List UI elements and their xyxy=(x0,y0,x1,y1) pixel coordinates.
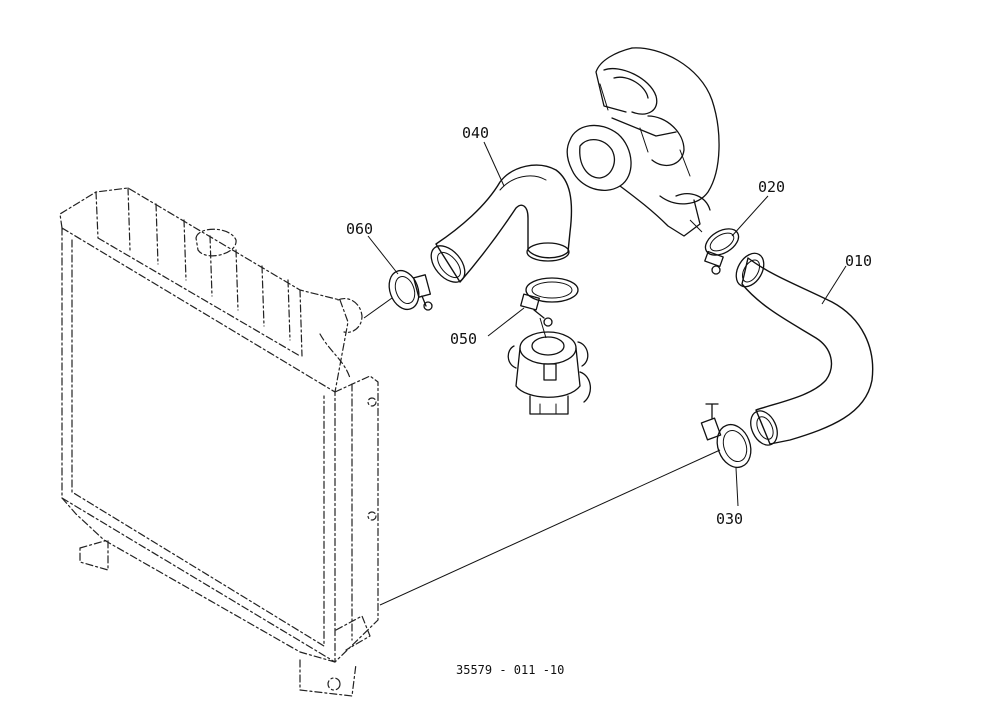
label-020: 020 xyxy=(758,178,785,196)
label-050: 050 xyxy=(450,330,477,348)
thermostat-housing xyxy=(507,331,591,415)
callout-leaders xyxy=(367,141,847,507)
clamp-020 xyxy=(704,228,740,275)
label-060: 060 xyxy=(346,220,373,238)
label-030: 030 xyxy=(716,510,743,528)
hose-040 xyxy=(430,164,573,283)
label-010: 010 xyxy=(845,252,872,270)
clamp-060 xyxy=(388,269,433,311)
label-040: 040 xyxy=(462,124,489,142)
water-pump-housing xyxy=(566,47,720,237)
connection-lines xyxy=(363,219,721,606)
drawing-code: 35579 - 011 -10 xyxy=(456,663,564,677)
clamp-030 xyxy=(700,403,752,469)
part-labels: 010 020 030 040 050 060 35579 - 011 -10 xyxy=(346,124,872,677)
clamp-050 xyxy=(520,277,579,327)
radiator xyxy=(59,187,379,697)
hose-010 xyxy=(735,252,874,446)
